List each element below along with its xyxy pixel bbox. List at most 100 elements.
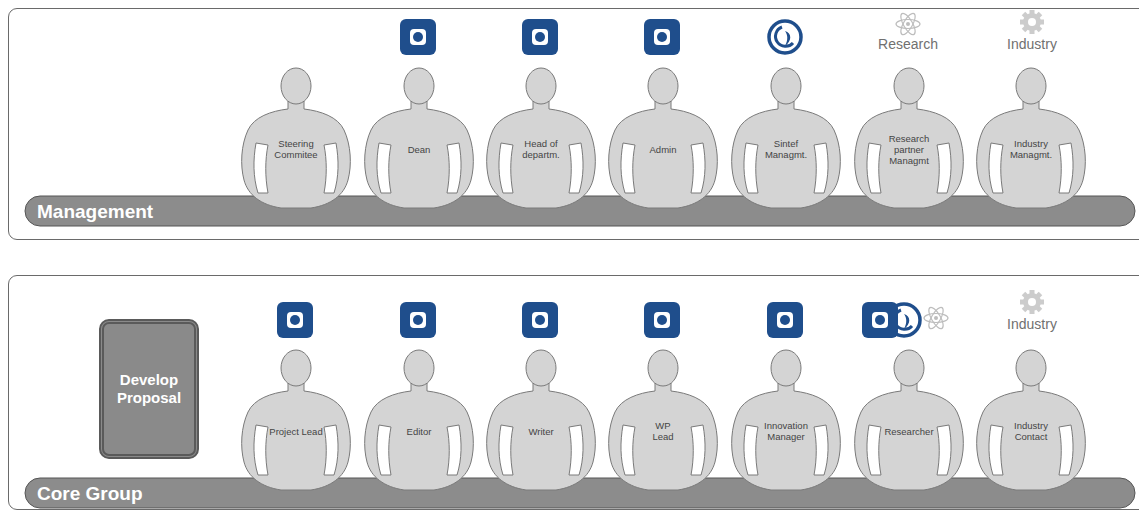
person-arm-gap	[744, 425, 758, 475]
person-body	[732, 383, 841, 490]
person-body	[242, 101, 351, 208]
node-text-holder: Management	[37, 200, 153, 224]
gear-tooth	[1022, 12, 1043, 33]
person-arm-gap	[814, 425, 828, 475]
atom-orbit	[924, 314, 948, 323]
atom-icon	[896, 11, 920, 36]
gear-body	[1023, 293, 1041, 311]
icon-square	[400, 19, 436, 55]
person-silhouette	[726, 347, 846, 492]
person-silhouette	[359, 65, 479, 210]
icon-inner	[410, 29, 426, 45]
icon-dot	[413, 32, 423, 42]
icon-dot	[657, 32, 667, 42]
icon-square	[277, 302, 313, 338]
atom-orbit	[898, 11, 918, 36]
person-head	[894, 350, 924, 386]
person-arm-gap	[937, 143, 951, 193]
person-head	[526, 350, 556, 386]
person-body	[609, 383, 718, 490]
icon-caption: Research	[878, 36, 938, 52]
person-arm-gap	[254, 143, 268, 193]
person-head	[771, 68, 801, 104]
person-arm-gap	[324, 143, 338, 193]
person-body	[855, 101, 964, 208]
node-label: Industry Contact	[1004, 420, 1058, 442]
person-figure: Editor	[359, 347, 479, 492]
node-text-holder: Industry Contact	[1004, 407, 1058, 455]
icon-dot	[535, 32, 545, 42]
icon-inner	[287, 312, 303, 328]
person-head	[648, 350, 678, 386]
person-body	[487, 101, 596, 208]
ntnu-icon	[862, 302, 898, 338]
logo-swoosh	[904, 314, 909, 329]
group-bar	[25, 196, 1135, 226]
person-figure: Industry Managmt.	[971, 65, 1091, 210]
icon-square	[644, 19, 680, 55]
icon-inner	[532, 312, 548, 328]
logo-ring	[769, 21, 801, 53]
icon-caption: Industry	[1007, 316, 1057, 332]
person-arm-gap	[621, 143, 635, 193]
icon-inner	[410, 312, 426, 328]
person-arm-gap	[744, 143, 758, 193]
person-head	[1016, 68, 1046, 104]
icon-square	[767, 302, 803, 338]
node-label: Editor	[407, 426, 432, 437]
person-arm-gap	[867, 425, 881, 475]
ntnu-icon	[400, 19, 436, 55]
person-arm-gap	[254, 425, 268, 475]
node-text-holder: Industry Managmt.	[1004, 125, 1058, 173]
node-text-holder: Innovation Manager	[759, 407, 813, 455]
icon-dot	[290, 315, 300, 325]
icon-dot	[535, 315, 545, 325]
node-text-holder: Dean	[392, 125, 446, 173]
node-text-holder: Steering Commitee	[269, 125, 323, 173]
node-label: Head of departm.	[514, 138, 568, 160]
atom-orbit	[926, 305, 946, 330]
person-figure: Research partner Managmt	[849, 65, 969, 210]
person-arm-gap	[937, 425, 951, 475]
gear-hole	[1028, 298, 1036, 306]
person-figure: Admin	[603, 65, 723, 210]
person-arm-gap	[499, 425, 513, 475]
group-bar	[25, 478, 1135, 508]
gear-tooth	[1022, 12, 1043, 33]
icon-inner	[532, 29, 548, 45]
node-text-holder: Project Lead	[269, 407, 323, 455]
person-arm-gap	[867, 143, 881, 193]
person-figure: Sintef Managmt.	[726, 65, 846, 210]
icon-inner	[654, 312, 670, 328]
person-figure: Industry Contact	[971, 347, 1091, 492]
node-label: Management	[37, 200, 153, 224]
person-arm-gap	[989, 143, 1003, 193]
node-text-holder: Head of departm.	[514, 125, 568, 173]
person-figure: Researcher	[849, 347, 969, 492]
person-figure: Dean	[359, 65, 479, 210]
group-panel: Core GroupDevelop ProposalProject LeadEd…	[8, 275, 1139, 510]
ntnu-icon	[522, 19, 558, 55]
person-body	[855, 383, 964, 490]
person-arm-gap	[691, 143, 705, 193]
icon-square	[644, 302, 680, 338]
person-silhouette	[971, 347, 1091, 492]
atom-orbit	[896, 20, 920, 29]
person-arm-gap	[377, 143, 391, 193]
node-text-holder: Develop Proposal	[109, 371, 189, 407]
icon-caption: Industry	[1007, 36, 1057, 52]
node-label: Innovation Manager	[759, 420, 813, 442]
gear-icon	[1020, 290, 1044, 314]
icon-square	[400, 302, 436, 338]
node-text-holder: Editor	[392, 407, 446, 455]
node-text-holder: Researcher	[882, 407, 936, 455]
person-figure: Head of departm.	[481, 65, 601, 210]
icon-inner	[654, 29, 670, 45]
person-arm-gap	[324, 425, 338, 475]
icon-dot	[413, 315, 423, 325]
person-head	[281, 68, 311, 104]
atom-icon	[924, 305, 948, 330]
node-label: Project Lead	[269, 426, 322, 437]
person-body	[977, 101, 1086, 208]
